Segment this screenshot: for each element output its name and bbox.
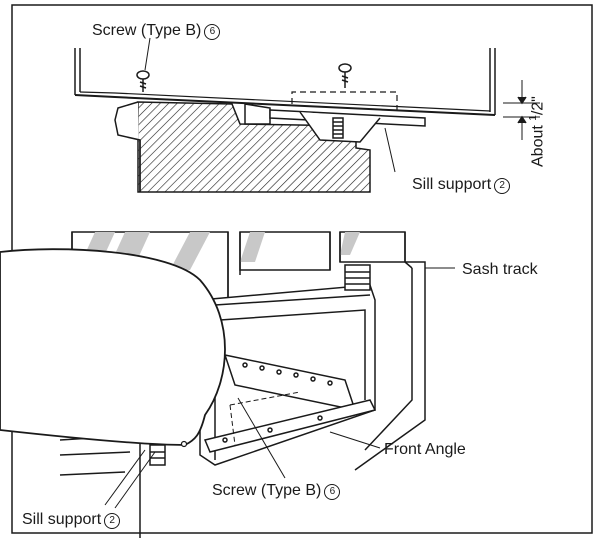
label-about-half-inch: About 1/2" (528, 96, 547, 167)
label-front-angle: Front Angle (384, 441, 466, 458)
label-sash-track: Sash track (462, 261, 538, 278)
window-sill (137, 101, 371, 193)
top-detail (74, 37, 540, 193)
cover-panel (0, 248, 226, 446)
sash-track (354, 261, 426, 471)
front-angle-bar (203, 399, 377, 453)
label-screw-bottom: Screw (Type B)6 (212, 483, 341, 500)
screw-top-right (338, 63, 352, 88)
screw-top-left (136, 70, 150, 92)
label-screw-top: Screw (Type B)6 (92, 23, 221, 40)
